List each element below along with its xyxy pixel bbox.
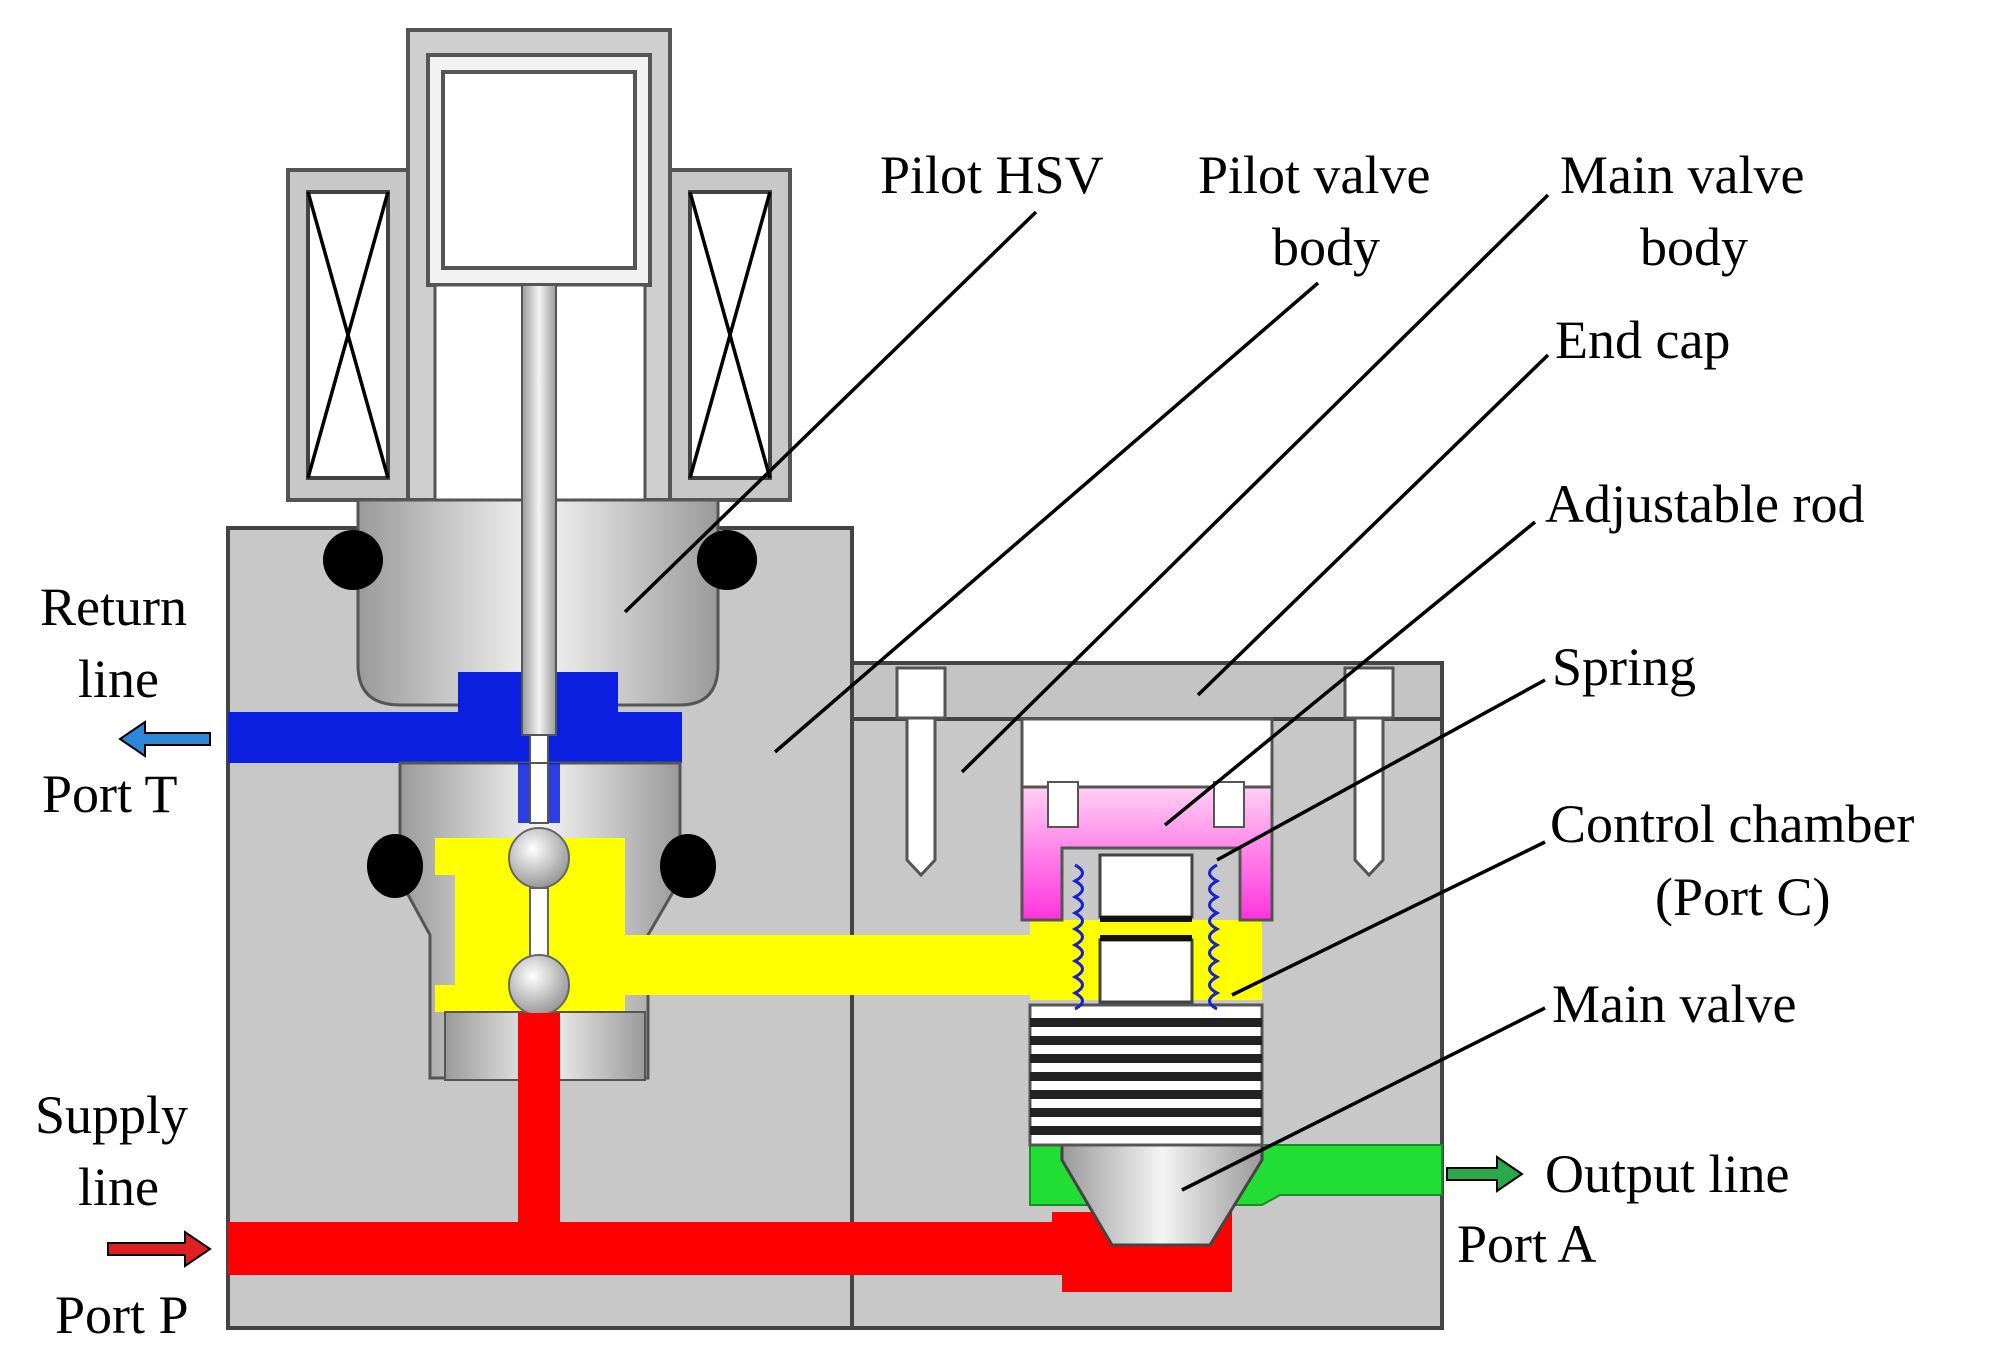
- label-control-chamber-line2: (Port C): [1655, 867, 1831, 927]
- spring: [1071, 863, 1221, 1011]
- main-valve-bands: [1030, 1018, 1262, 1135]
- label-port-p: Port P: [55, 1285, 189, 1345]
- label-supply-line-line1: Supply: [35, 1085, 188, 1145]
- o-ring-lower-left: [367, 834, 423, 898]
- main-upper-cavity: [1020, 717, 1274, 789]
- return-line-channel: [228, 672, 682, 763]
- leader-pilot-valve-body: [773, 281, 1320, 754]
- leader-adjustable-rod: [1163, 520, 1537, 827]
- leader-main-valve-body: [960, 193, 1550, 774]
- pilot-ball-lower: [508, 954, 570, 1016]
- pilot-ball-upper: [508, 827, 570, 889]
- label-pilot-valve-body-line1: Pilot valve: [1198, 145, 1430, 205]
- bolt-right: [1343, 666, 1395, 878]
- leader-main-valve: [1181, 1006, 1546, 1192]
- supply-line-channel: [228, 1013, 1232, 1292]
- o-ring-upper-left: [323, 530, 383, 590]
- label-end-cap: End cap: [1555, 310, 1730, 370]
- return-arrow: [118, 720, 211, 758]
- label-return-line-line2: line: [78, 649, 159, 709]
- o-ring-upper-right: [697, 530, 757, 590]
- control-chamber-channel: [435, 838, 1262, 1012]
- label-control-chamber-line1: Control chamber: [1550, 794, 1914, 854]
- label-output-line: Output line: [1545, 1144, 1789, 1204]
- label-adjustable-rod: Adjustable rod: [1545, 474, 1864, 534]
- label-port-t: Port T: [42, 764, 178, 824]
- label-spring: Spring: [1552, 637, 1696, 697]
- label-pilot-hsv: Pilot HSV: [880, 145, 1104, 205]
- bolt-left: [895, 666, 947, 878]
- leader-spring: [1216, 678, 1546, 862]
- label-port-a: Port A: [1457, 1214, 1597, 1274]
- leader-end-cap: [1196, 353, 1550, 697]
- leader-control-chamber: [1231, 840, 1546, 997]
- label-main-valve-body-line2: body: [1640, 217, 1748, 277]
- pilot-stem: [521, 284, 557, 736]
- supply-arrow: [107, 1230, 212, 1268]
- label-main-valve-body-line1: Main valve: [1560, 145, 1804, 205]
- label-pilot-valve-body-line2: body: [1272, 217, 1380, 277]
- label-main-valve: Main valve: [1552, 974, 1796, 1034]
- leader-pilot-hsv: [623, 210, 1038, 614]
- output-arrow: [1446, 1155, 1524, 1193]
- o-ring-lower-right: [660, 834, 716, 898]
- label-return-line-line1: Return: [40, 577, 187, 637]
- label-supply-line-line2: line: [78, 1157, 159, 1217]
